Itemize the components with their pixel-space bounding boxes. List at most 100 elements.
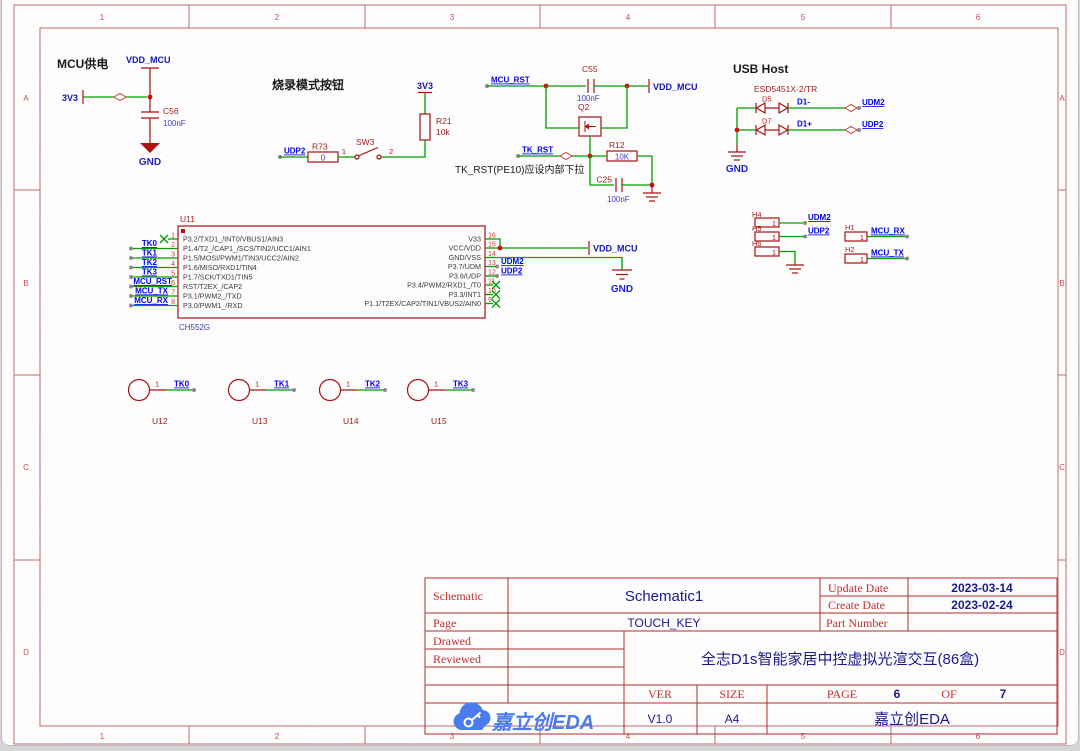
resistor-r21[interactable]: R21 10k [419,113,452,141]
touch-key-u12[interactable]: 1 TK0 U12 [127,378,197,427]
pin-number: 1 [860,233,864,242]
net-label-udm2[interactable]: UDM2 [808,213,831,222]
wire[interactable] [601,86,628,129]
pin-number: 13 [488,260,496,267]
net-label[interactable]: MCU_RX [134,296,168,305]
part-number-label: Part Number [826,616,888,630]
pin-name: P3.3/INT1 [449,290,481,299]
gnd-symbol[interactable] [643,185,661,202]
net-label-udp2[interactable]: UDP2 [862,120,884,129]
net-label-mcu-rst[interactable]: MCU_RST [491,76,530,85]
wire[interactable] [485,256,623,271]
ref-designator: U13 [252,416,268,426]
net-label[interactable]: TK0 [142,239,158,248]
net-label-3v3[interactable]: 3V3 [62,93,78,103]
net-label-udm2[interactable]: UDM2 [501,257,524,266]
wire[interactable] [381,140,426,158]
net-label-d1m[interactable]: D1- [797,98,810,107]
section-title: MCU供电 [57,56,108,71]
net-label[interactable]: TK0 [174,380,190,389]
create-date-value: 2023-02-24 [951,598,1013,612]
frame-col-label: 6 [976,732,981,741]
of-label: OF [941,687,957,701]
gnd-symbol[interactable]: GND [726,145,748,175]
pin-name: GND/VSS [449,253,482,262]
tvs-diode-d5[interactable]: D5 [755,95,789,115]
net-port-icon[interactable] [559,151,573,161]
net-label[interactable]: TK3 [453,380,469,389]
header-h4[interactable]: H4 1 UDM2 [752,210,831,228]
net-label-mcu-rx[interactable]: MCU_RX [871,227,905,236]
update-date-value: 2023-03-14 [951,581,1013,595]
wire[interactable] [637,155,653,185]
net-label-mcu-tx[interactable]: MCU_TX [871,249,905,258]
net-label[interactable]: MCU_TX [135,287,169,296]
header-h6[interactable]: H6 1 [752,239,804,274]
capacitor-c55[interactable]: C55 100nF [577,64,600,103]
header-h1[interactable]: H1 1 MCU_RX [844,223,909,242]
capacitor-c56[interactable]: C56 100nF [141,97,186,138]
net-label-vdd-mcu[interactable]: VDD_MCU [653,82,698,92]
wire[interactable] [589,156,614,186]
net-port-icon[interactable] [113,92,127,102]
pin-number: 11 [488,279,495,286]
wire[interactable] [485,238,501,248]
touch-key-u15[interactable]: 1 TK3 U15 [406,378,476,427]
ver-label: VER [648,687,672,701]
gnd-symbol[interactable]: GND [139,138,161,168]
pin-name: P1.4/T2_/CAP1_/SCS/TIN2/UCC1/AIN1 [183,244,311,253]
reset-section[interactable]: MCU_RST C55 100nF VDD_MCU Q2 [455,64,698,204]
net-port-icon[interactable] [844,103,858,113]
usb-host-section[interactable]: USB Host ESD5451X-2/TR D5 D7 [726,62,885,175]
ref-designator: R12 [609,140,625,150]
pin-number: 6 [171,280,175,287]
mosfet-q2[interactable]: Q2 [578,102,602,137]
touch-key-u14[interactable]: 1 TK2 U14 [318,378,388,427]
net-label-3v3[interactable]: 3V3 [417,81,433,91]
wire[interactable] [545,86,579,129]
net-label[interactable]: TK3 [142,268,158,277]
pin-name: P1.5/MOSI/PWM1/TIN3/UCC2/AIN2 [183,254,299,263]
capacitor-c25[interactable]: C25 100nF [596,175,629,205]
wire[interactable] [779,250,796,266]
net-label-tk-rst[interactable]: TK_RST [522,146,553,155]
net-label[interactable]: TK1 [142,249,158,258]
boot-mode-section[interactable]: 烧录模式按钮 3V3 R21 10k UDP2 R73 0 SW3 1 2 [272,77,452,163]
net-label-udp2[interactable]: UDP2 [501,267,523,276]
mcu-left-pins[interactable]: 1 P3.2/TXD1_/INT0/VBUS1/AIN3 TK0 2 P1.4/… [129,233,311,311]
switch-sw3[interactable]: SW3 1 2 [342,137,393,160]
pin-name: VCC/VDD [449,244,481,253]
header-h2[interactable]: H2 1 MCU_TX [844,245,909,264]
ref-designator: Q2 [578,102,590,112]
net-label-vdd-mcu[interactable]: VDD_MCU [593,244,638,254]
gnd-symbol[interactable]: GND [611,269,633,295]
mcu-u11[interactable]: U11 CH552G 1 P3.2/TXD1_/INT0/VBUS1/AIN3 … [129,214,638,332]
net-label[interactable]: TK2 [365,380,381,389]
power-supply-section[interactable]: MCU供电 VDD_MCU 3V3 C56 100nF GND [57,55,186,168]
schematic-label: Schematic [433,589,483,603]
header-h5[interactable]: H5 1 UDP2 [752,224,830,242]
net-label-udp2[interactable]: UDP2 [808,227,830,236]
net-label[interactable]: MCU_RST [133,277,172,286]
tvs-diode-d7[interactable]: D7 [755,117,789,137]
resistor-r73[interactable]: R73 0 [307,142,339,163]
reviewed-label: Reviewed [433,652,481,666]
part-number: CH552G [179,323,210,332]
net-port-icon[interactable] [844,125,858,135]
net-label-udm2[interactable]: UDM2 [862,98,885,107]
net-label[interactable]: TK2 [142,258,158,267]
pin-number: 1 [346,380,350,389]
mcu-right-pins[interactable]: V33 16 VCC/VDD 15 VDD_MCU GND/VSS 14 [364,233,637,309]
gnd-symbol[interactable] [786,264,804,274]
resistor-r12[interactable]: R12 10K [606,140,638,162]
pin-number: 1 [434,380,438,389]
ref-designator: H2 [845,245,855,254]
schematic-name: Schematic1 [625,588,703,605]
net-label-udp2[interactable]: UDP2 [284,147,306,156]
net-label-d1p[interactable]: D1+ [797,120,812,129]
annotation-note: TK_RST(PE10)应设内部下拉 [455,163,584,176]
net-label-vdd-mcu[interactable]: VDD_MCU [126,55,171,65]
touch-key-u13[interactable]: 1 TK1 U13 [227,378,297,427]
net-label[interactable]: TK1 [274,380,290,389]
